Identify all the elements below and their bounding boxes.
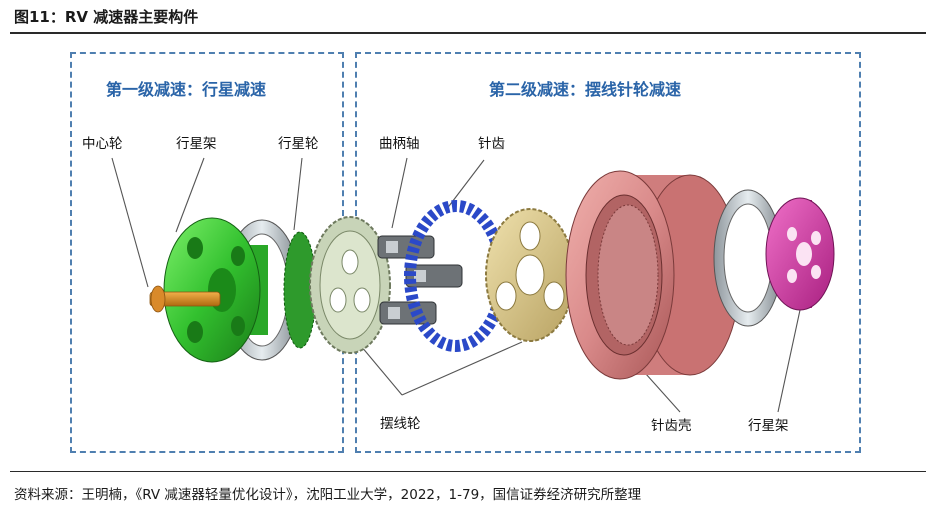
stage1-title: 第一级减速：行星减速 bbox=[106, 80, 267, 99]
label-pin-housing: 针齿壳 bbox=[651, 418, 692, 434]
figure-title: 图11：RV 减速器主要构件 bbox=[14, 8, 199, 26]
source-note: 资料来源：王明楠，《RV 减速器轻量优化设计》，沈阳工业大学，2022，1-79… bbox=[14, 487, 642, 503]
bottom-rule bbox=[10, 471, 926, 472]
label-pin-teeth: 针齿 bbox=[478, 136, 505, 152]
label-planet-carrier-2: 行星架 bbox=[748, 418, 789, 434]
label-planet-carrier-1: 行星架 bbox=[176, 136, 217, 152]
crankshafts bbox=[377, 235, 463, 325]
planet-carrier-green bbox=[163, 217, 268, 363]
pin-gear-housing bbox=[565, 170, 741, 380]
label-planet-gear: 行星轮 bbox=[278, 136, 319, 152]
sun-gear-shaft bbox=[149, 285, 221, 313]
label-crankshaft: 曲柄轴 bbox=[379, 136, 420, 152]
cycloid-gear-tan bbox=[485, 208, 575, 342]
label-sun-gear: 中心轮 bbox=[82, 136, 123, 152]
stage2-title: 第二级减速：摆线针轮减速 bbox=[489, 80, 682, 99]
planet-carrier-magenta bbox=[765, 197, 835, 311]
cycloid-gear-gray bbox=[309, 216, 391, 354]
bearing-ring-2 bbox=[713, 189, 783, 327]
top-rule bbox=[10, 32, 926, 34]
label-cycloid-gear: 摆线轮 bbox=[380, 416, 421, 432]
